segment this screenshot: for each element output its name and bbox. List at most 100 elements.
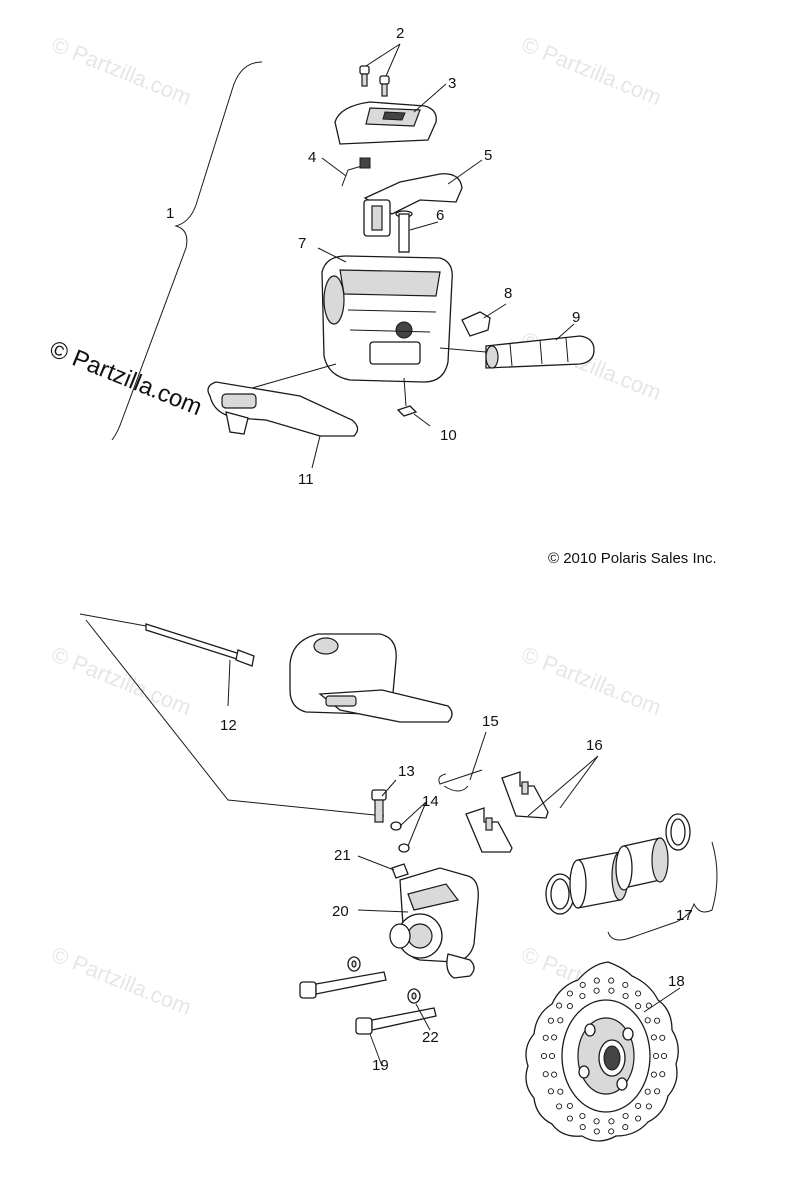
rotor-hole: [579, 1124, 586, 1131]
rotor-hole: [593, 1128, 600, 1135]
rotor-hole: [650, 1034, 657, 1041]
callout-3: 3: [448, 75, 456, 92]
callout-8: 8: [504, 285, 512, 302]
callout-6: 6: [436, 207, 444, 224]
rotor-hole: [622, 1124, 629, 1131]
parking-lever: [363, 173, 463, 237]
rotor-hole: [566, 990, 573, 997]
pad-pin: [438, 769, 483, 792]
brake-caliper: [389, 867, 479, 979]
rotor-hole: [540, 1052, 548, 1060]
rotor-hole: [556, 1002, 563, 1009]
crush-washers: [390, 821, 410, 853]
rotor-hole: [557, 1017, 564, 1024]
rotor-hole: [556, 1103, 563, 1110]
nut: [396, 405, 418, 417]
rotor-hole: [659, 1071, 666, 1078]
rotor-hole: [644, 1017, 651, 1024]
rotor-hole: [579, 992, 586, 1000]
pivot-pin: [395, 210, 413, 253]
watermark: © Partzilla.com: [48, 641, 195, 720]
rotor-hole: [551, 1034, 558, 1041]
rotor-hole: [542, 1034, 549, 1041]
rotor-hole: [593, 987, 600, 994]
rotor-hole: [579, 981, 586, 988]
rotor-hole: [652, 1052, 660, 1060]
rotor-holes: [540, 977, 668, 1135]
rotor-hole: [622, 981, 629, 988]
caliper-bolt-upper: [299, 971, 387, 999]
screw-right: [379, 75, 390, 97]
rotor-hole: [654, 1088, 661, 1095]
rotor-hole: [622, 1112, 629, 1120]
rotor-hole: [635, 1102, 642, 1109]
brake-rotor: [525, 961, 679, 1142]
callout-labels: 1 2 3 4 5 6 7 8 9 10 11 12 13 14 15 16 1…: [166, 25, 693, 1074]
bracket-1: [111, 61, 263, 441]
callout-4: 4: [308, 149, 316, 166]
watermark-main: © Partzilla.com: [46, 336, 206, 422]
callout-15: 15: [482, 713, 499, 730]
callout-20: 20: [332, 903, 349, 920]
switch-block: [461, 311, 491, 337]
callout-1: 1: [166, 205, 174, 222]
callout-22: 22: [422, 1029, 439, 1046]
rotor-hole: [547, 1017, 554, 1024]
caliper-bolt-lower: [355, 1007, 437, 1035]
callout-10: 10: [440, 427, 457, 444]
caliper-washer-lower: [407, 988, 421, 1004]
bleeder-screw: [391, 863, 409, 879]
brake-pad-rear: [501, 771, 549, 819]
rotor-hole: [644, 1088, 651, 1095]
rotor-hole: [608, 1118, 615, 1125]
callout-17: 17: [676, 907, 693, 924]
rotor-hole: [608, 977, 615, 984]
watermark: © Partzilla.com: [518, 641, 665, 720]
upper-assembly: [111, 43, 595, 469]
copyright-notice: © 2010 Polaris Sales Inc.: [548, 550, 717, 567]
rotor-hole: [557, 1088, 564, 1095]
rotor-hole: [608, 1128, 615, 1135]
caliper-seal-rear: [665, 813, 691, 851]
callout-14: 14: [422, 793, 439, 810]
callout-7: 7: [298, 235, 306, 252]
rotor-hole: [548, 1052, 556, 1060]
piston: [485, 335, 595, 369]
callout-19: 19: [372, 1057, 389, 1074]
rotor-hole: [593, 1118, 600, 1125]
rotor-hole: [635, 990, 642, 997]
rotor-hole: [654, 1017, 661, 1024]
brake-line: [145, 623, 255, 667]
callout-13: 13: [398, 763, 415, 780]
bracket-17: [607, 841, 718, 941]
caliper-seal-front: [545, 873, 575, 915]
rotor-hole: [635, 1003, 642, 1010]
rotor-hole: [593, 977, 600, 984]
rotor-hole: [659, 1034, 666, 1041]
rotor-hole: [622, 992, 629, 1000]
screw-left: [359, 65, 370, 87]
rotor-hole: [579, 1112, 586, 1120]
callout-11: 11: [298, 471, 314, 488]
watermark: © Partzilla.com: [48, 941, 195, 1020]
rotor-hole: [551, 1071, 558, 1078]
rotor-hole: [608, 987, 615, 994]
caliper-piston-rear: [615, 837, 669, 891]
rotor-hole: [635, 1115, 642, 1122]
callout-2: 2: [396, 25, 404, 42]
rotor-hole: [566, 1102, 573, 1109]
callout-9: 9: [572, 309, 580, 326]
lower-assembly: [79, 613, 718, 1142]
callout-5: 5: [484, 147, 492, 164]
master-cylinder-assembled: [289, 633, 453, 723]
banjo-bolt: [371, 789, 387, 823]
brake-lever: [207, 381, 359, 437]
watermark: © Partzilla.com: [48, 31, 195, 110]
caliper-washer-upper: [347, 956, 361, 972]
spring: [341, 157, 371, 187]
callout-18: 18: [668, 973, 685, 990]
brake-pad-front: [465, 807, 513, 853]
callout-16: 16: [586, 737, 603, 754]
rotor-hole: [566, 1003, 573, 1010]
